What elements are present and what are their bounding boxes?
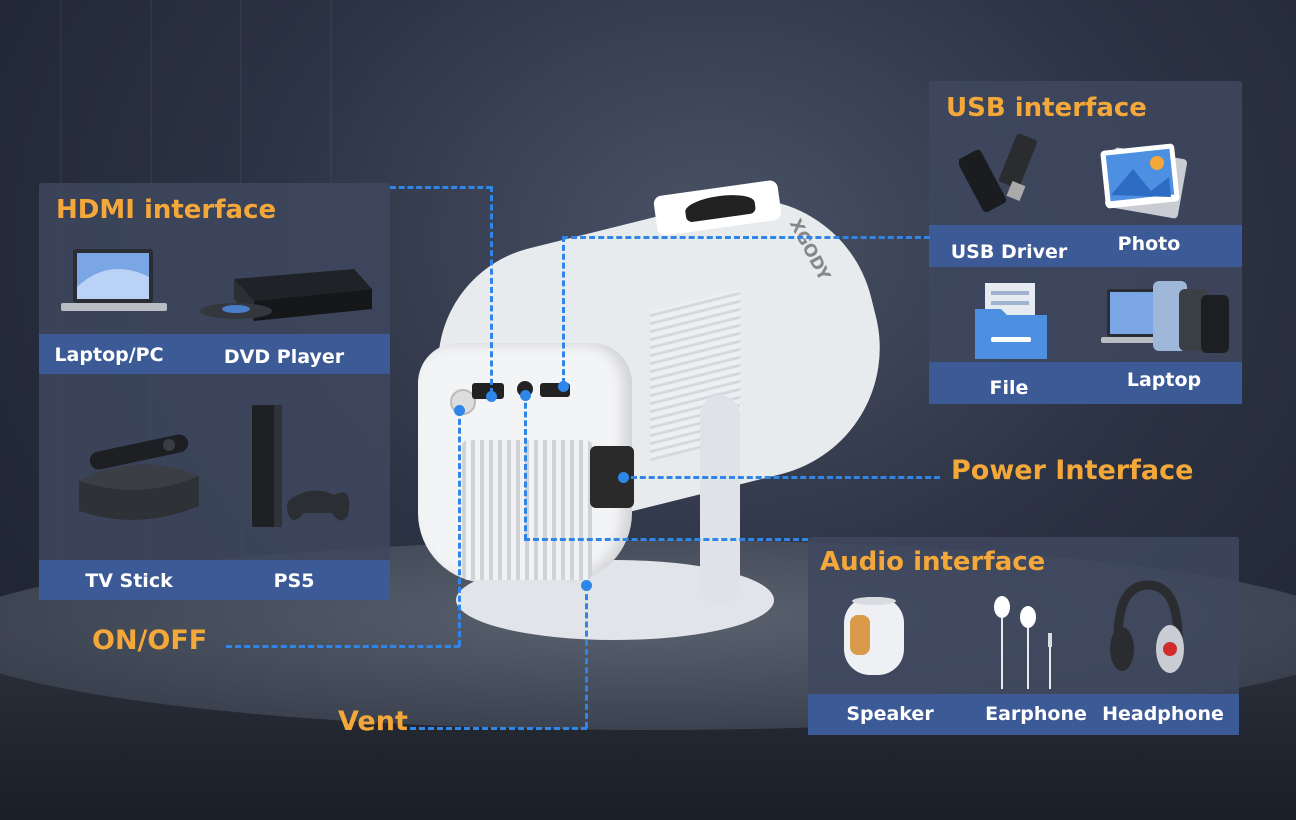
vent-connector-dot [581,580,592,591]
vent-label: Vent [338,706,408,737]
vent-connector-line [585,585,588,728]
usb-connector-line [562,236,930,239]
dvd-player-icon [200,269,372,321]
earphone-icon [994,596,1052,689]
hdmi-connector-line [490,186,493,394]
hdmi-bar-bottom [39,560,390,600]
onoff-label: ON/OFF [92,625,208,656]
hdmi-bar-top [39,334,390,374]
usb-connector-dot [558,381,569,392]
power-connector-dot [618,472,629,483]
usb-connector-line [562,236,565,384]
hdmi-title: HDMI interface [56,195,277,225]
hdmi-panel: HDMI interface Laptop/PC DVD Player TV S… [39,183,390,600]
power-connector-line [622,476,940,479]
tv-stick-label: TV Stick [85,570,173,592]
photo-icon [1100,143,1188,219]
dvd-player-label: DVD Player [223,346,345,368]
rear-vent [462,440,592,580]
tv-stick-icon [79,434,199,520]
photo-label: Photo [1117,233,1181,255]
onoff-connector-line [458,410,461,646]
audio-connector-dot [520,390,531,401]
laptop-pc-label: Laptop/PC [54,344,164,366]
audio-panel: Audio interface Speaker Earphone Headpho… [808,537,1239,735]
earphone-label: Earphone [985,703,1087,725]
power-interface-label: Power Interface [951,455,1194,486]
speaker-label: Speaker [846,703,934,725]
usb-title: USB interface [946,93,1147,123]
vent-connector-line [410,727,587,730]
file-label: File [989,377,1029,399]
audio-connector-line [524,538,808,541]
ps5-label: PS5 [273,570,315,592]
speaker-icon [844,597,904,675]
file-folder-icon [975,283,1047,359]
onoff-connector-line [226,645,460,648]
headphone-icon [1110,580,1184,673]
audio-connector-line [524,394,527,540]
laptop-label: Laptop [1126,369,1202,391]
projector-stand [700,395,740,605]
audio-title: Audio interface [820,547,1046,577]
laptop-phone-icon [1101,281,1229,353]
usb-drive-icon [959,133,1038,213]
laptop-icon [61,249,167,311]
usb-bar-top [929,225,1242,267]
usb-driver-label: USB Driver [950,241,1068,263]
hdmi-connector-line [390,186,492,189]
ps5-icon [252,405,350,527]
hdmi-connector-dot [486,391,497,402]
usb-panel: USB interface USB Driver Photo File Lapt… [929,81,1242,404]
headphone-label: Headphone [1102,703,1224,725]
onoff-connector-dot [454,405,465,416]
usb-bar-bottom [929,362,1242,404]
audio-bar [808,694,1239,735]
